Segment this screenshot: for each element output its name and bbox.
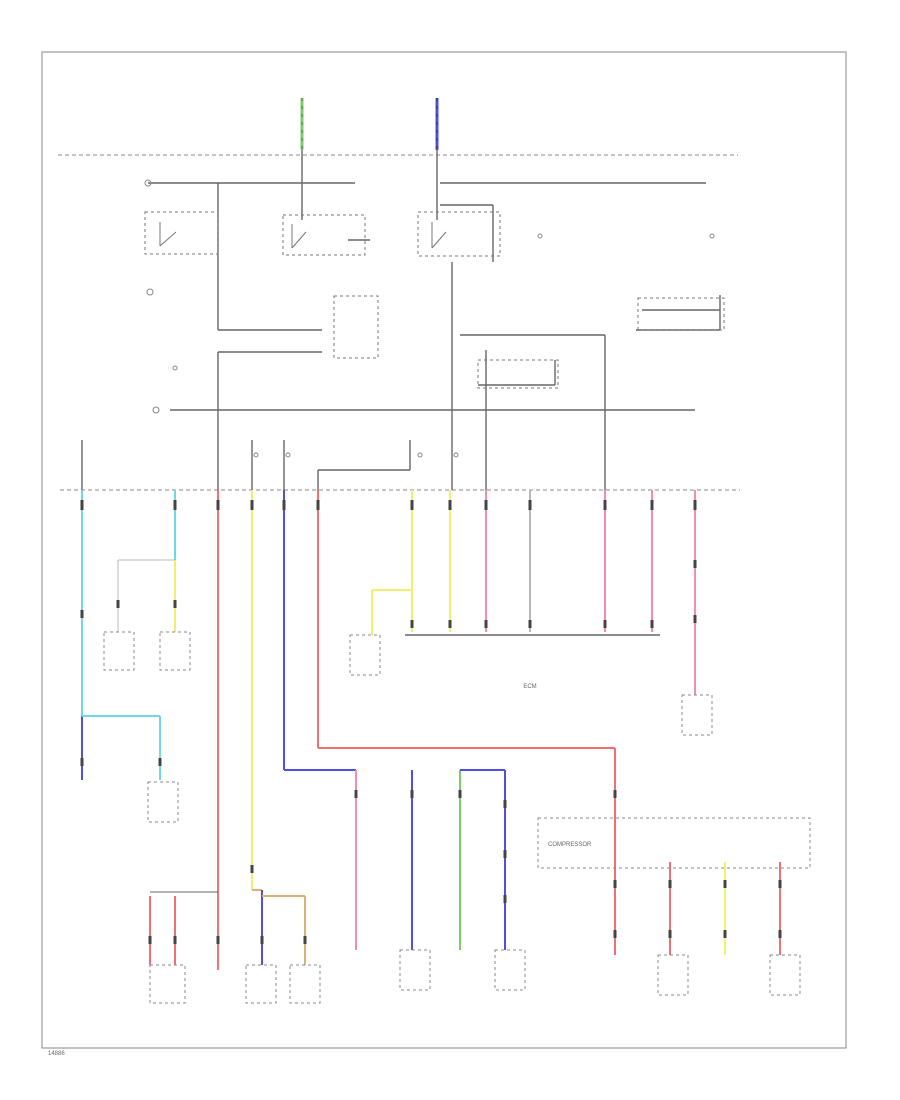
connector-marks (80, 500, 782, 944)
top-connectors (300, 98, 439, 220)
fuse-symbols (144, 179, 715, 458)
ecm-label: ECM (523, 684, 536, 690)
component-boxes (103, 631, 811, 1004)
diagram-frame (41, 51, 847, 1049)
black-wires (81, 182, 721, 490)
compressor-label: COMPRESSOR (548, 842, 592, 848)
dashed-separators (58, 154, 740, 491)
colored-wires (81, 490, 781, 970)
relays (144, 211, 725, 389)
footer-code: 14886 (48, 1051, 65, 1057)
